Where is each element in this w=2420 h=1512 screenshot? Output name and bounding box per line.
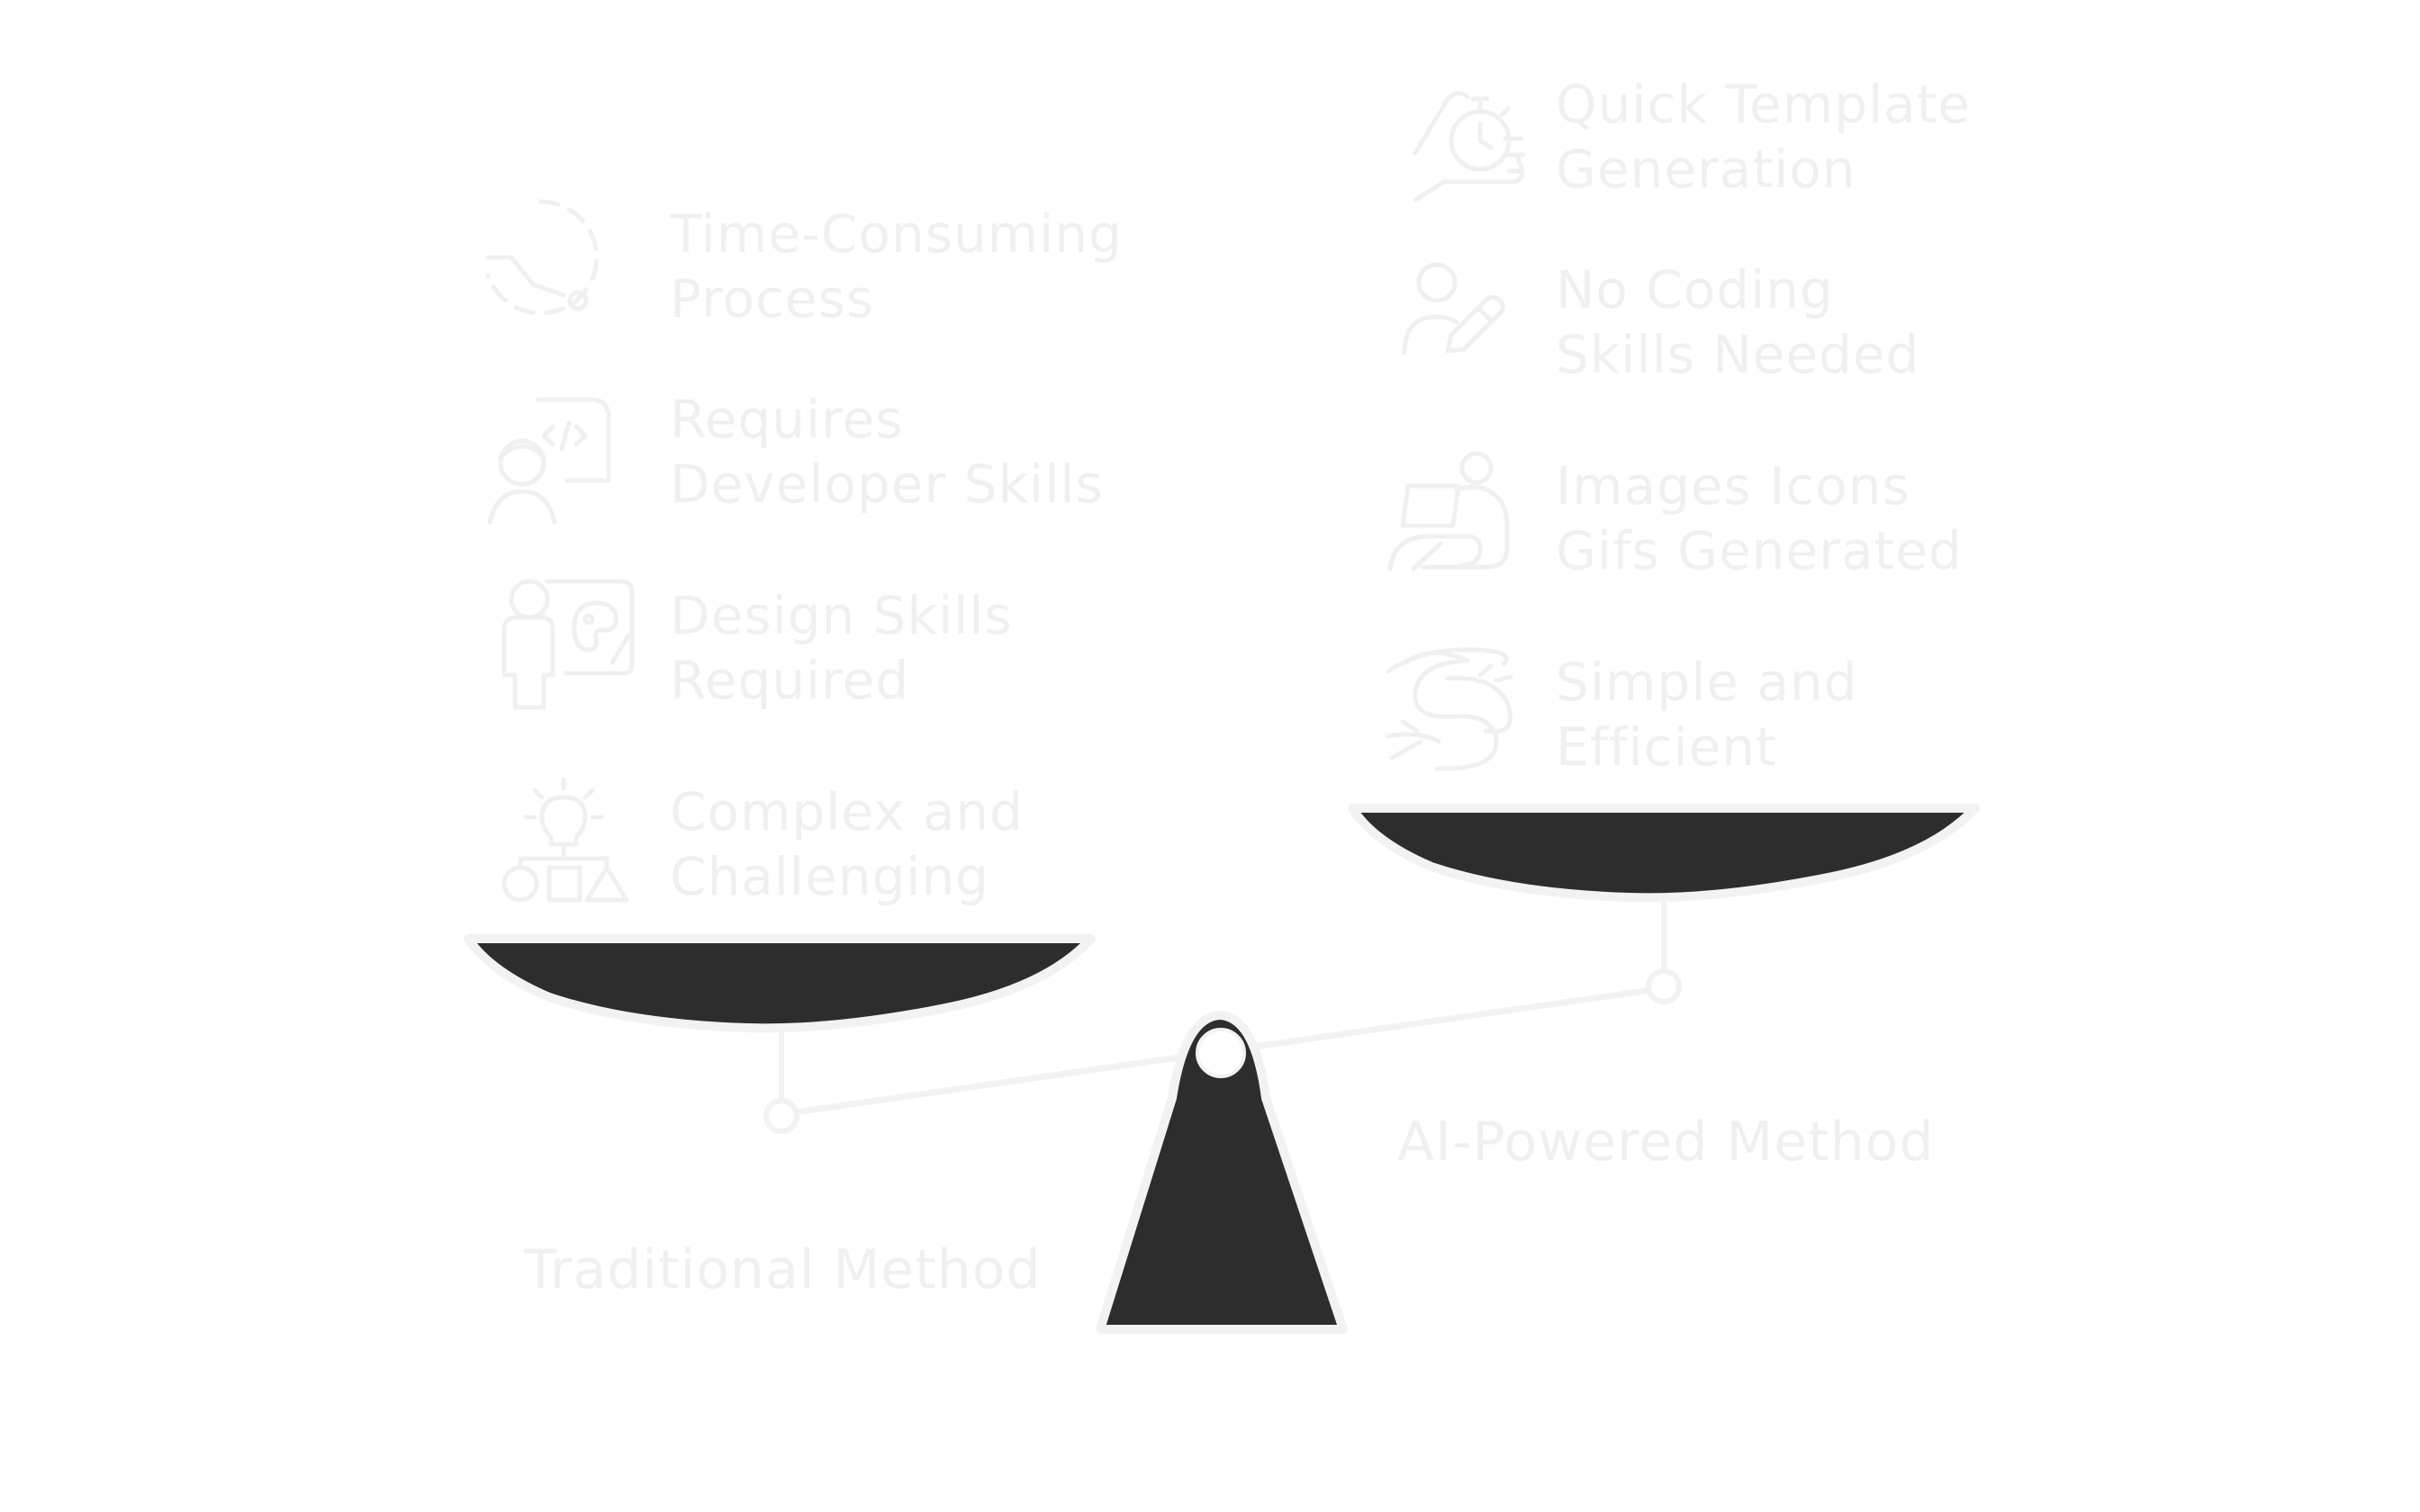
designer-palette-icon xyxy=(497,576,636,711)
left-item-design-skills: Design Skills Required xyxy=(670,585,1013,711)
left-item-developer-skills: Requires Developer Skills xyxy=(670,389,1104,515)
winding-road-icon xyxy=(1385,644,1518,772)
left-item-time-consuming: Time-Consuming Process xyxy=(670,203,1123,329)
right-pan-joint xyxy=(1646,968,1682,1004)
right-item-quick-template: Quick Template Generation xyxy=(1556,74,1972,200)
hand-stopwatch-icon xyxy=(1412,88,1527,202)
left-pan xyxy=(464,934,1096,1033)
scale-fulcrum xyxy=(1096,1011,1348,1334)
clock-dashed-icon xyxy=(477,194,603,320)
left-item-complex: Complex and Challenging xyxy=(670,781,1024,907)
person-laptop-icon xyxy=(1386,450,1511,572)
user-pencil-icon xyxy=(1401,261,1505,358)
ai-powered-method-label: AI-Powered Method xyxy=(1397,1111,1935,1174)
right-item-simple-efficient: Simple and Efficient xyxy=(1556,652,1858,778)
right-item-no-coding: No Coding Skills Needed xyxy=(1556,259,1920,385)
traditional-method-label: Traditional Method xyxy=(524,1238,1042,1301)
developer-code-icon xyxy=(484,391,619,526)
fulcrum-pivot xyxy=(1196,1028,1246,1078)
right-pan xyxy=(1348,804,1980,903)
lightbulb-shapes-icon xyxy=(501,777,629,904)
right-item-images-icons: Images Icons Gifs Generated xyxy=(1556,455,1963,581)
left-pan-joint xyxy=(763,1098,799,1134)
